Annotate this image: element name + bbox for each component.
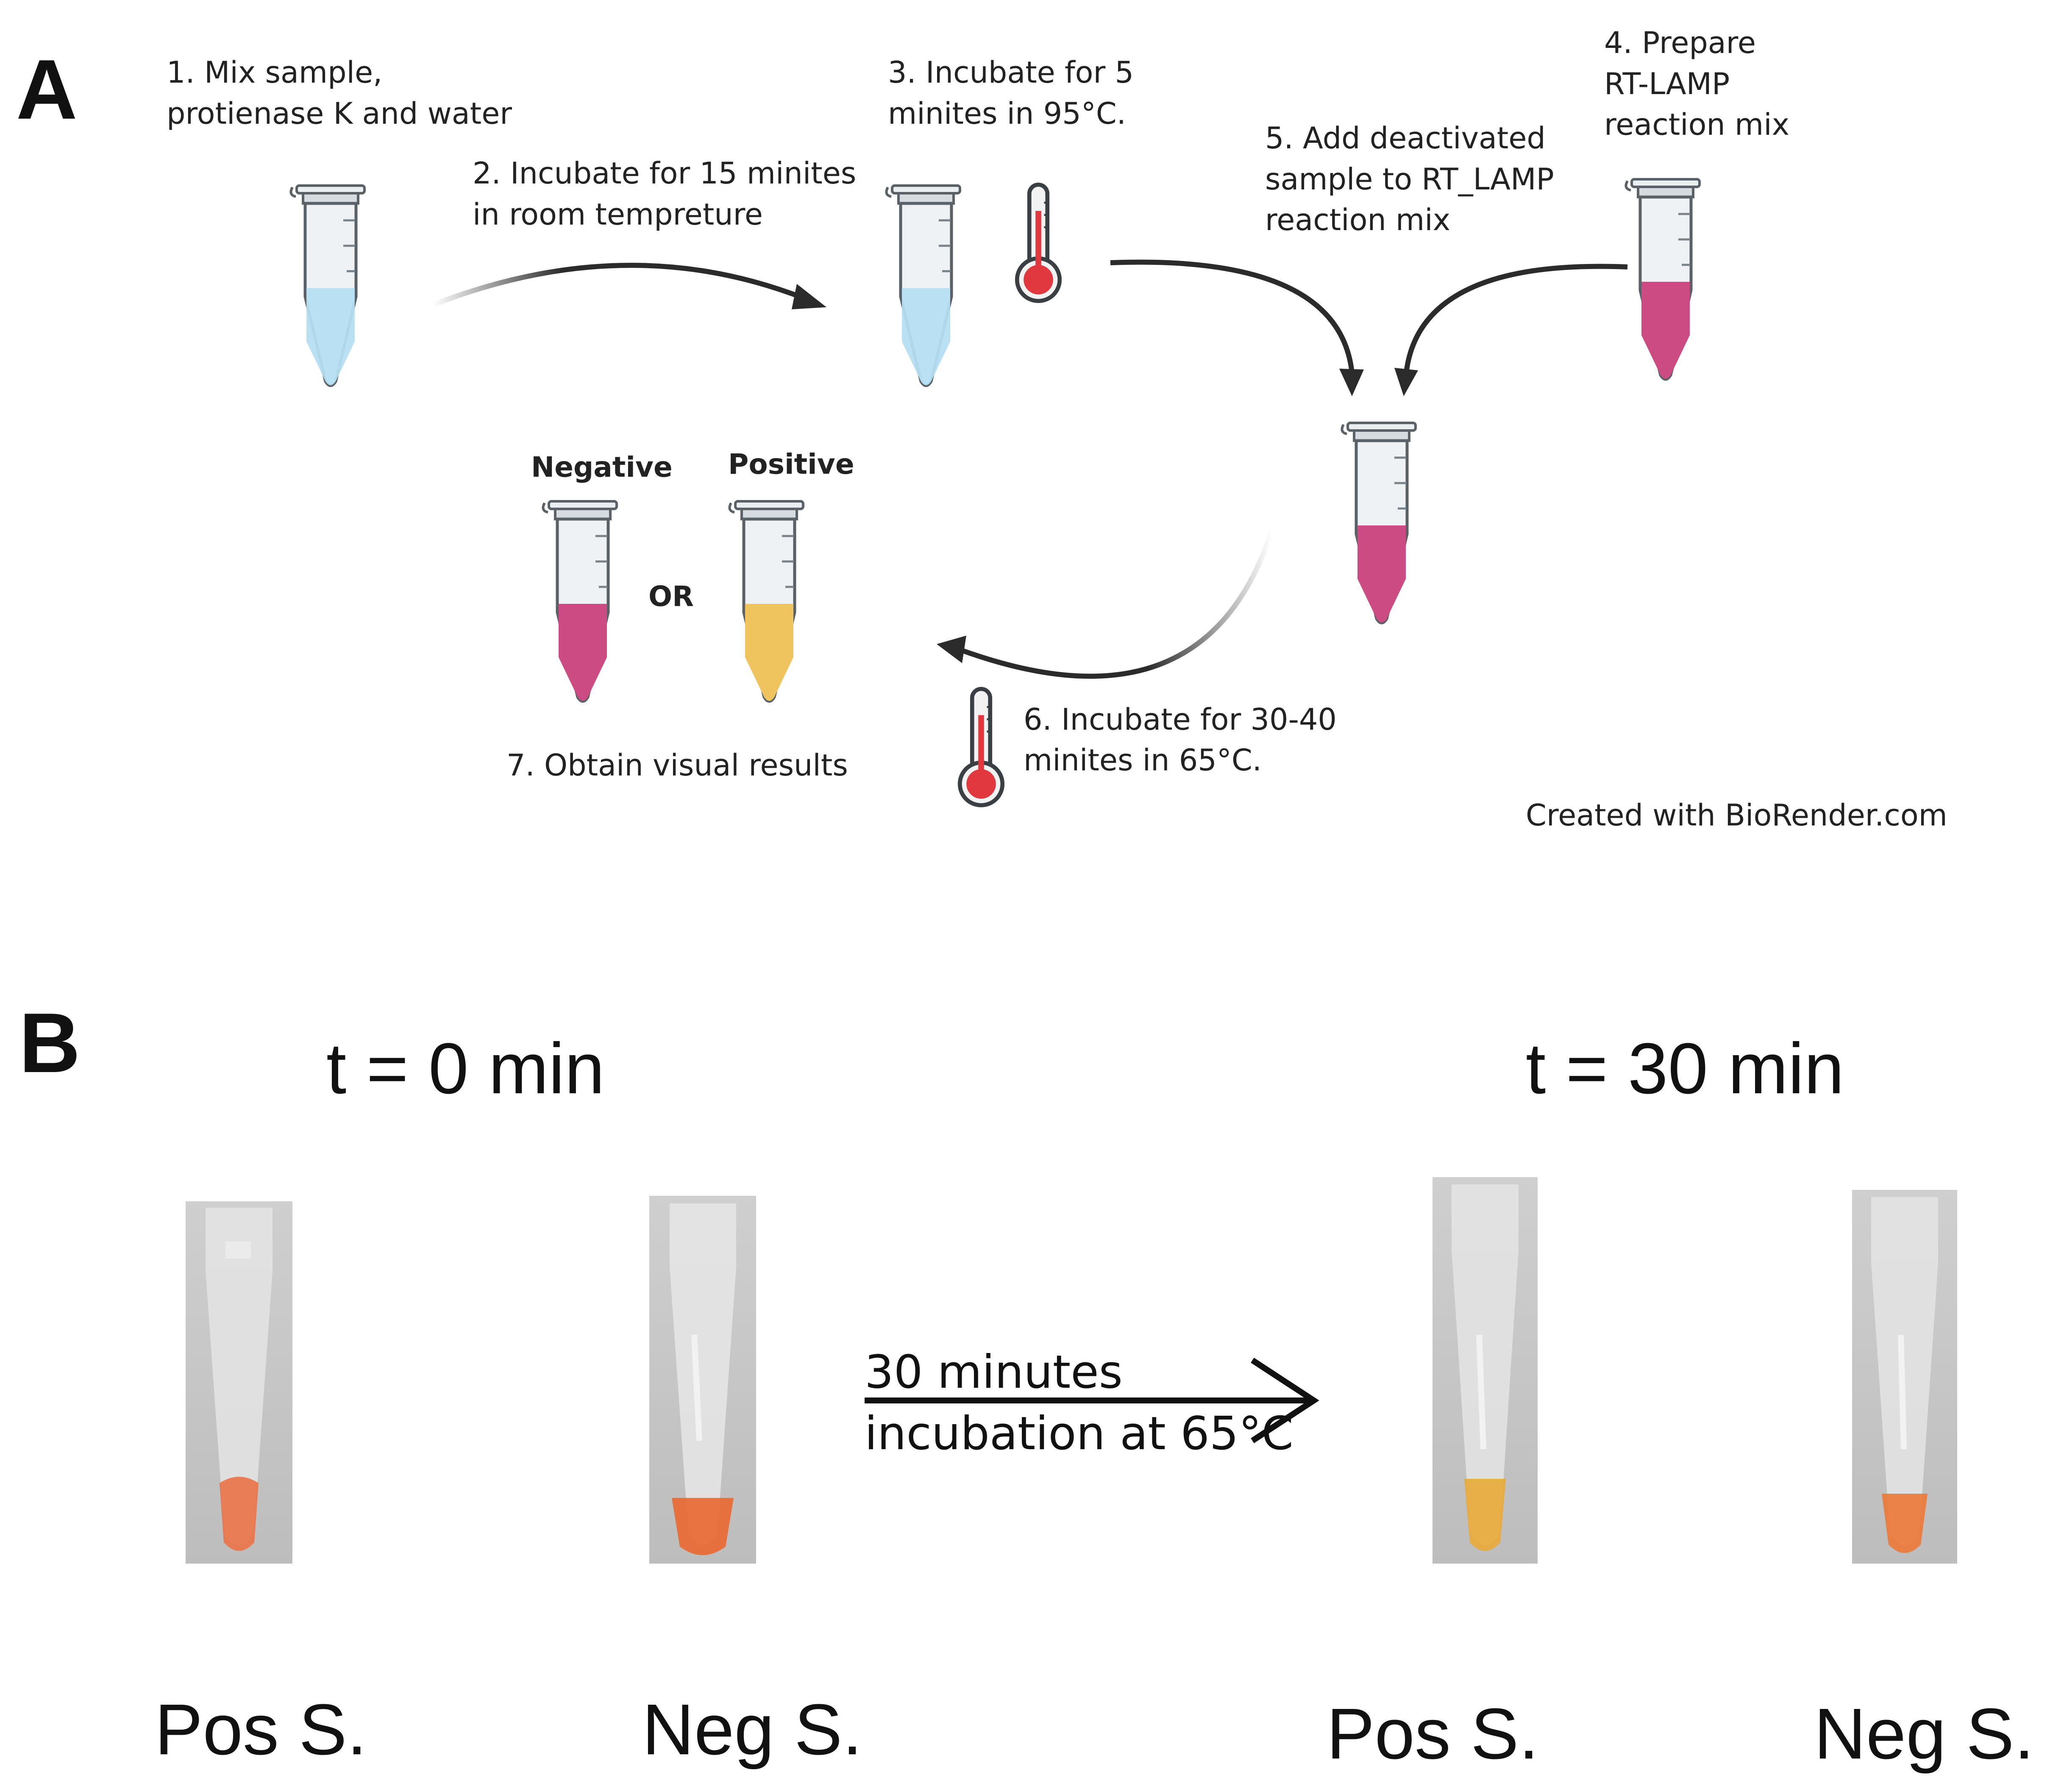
curved-arrow-icon: [431, 263, 826, 309]
step3-line2: minites in 95°C.: [888, 96, 1126, 131]
photo-tube-icon: [1433, 1177, 1538, 1564]
step3-line1: 3. Incubate for 5: [888, 55, 1134, 90]
tube-step5-icon: [1342, 423, 1416, 623]
step2-line1: 2. Incubate for 15 minites: [473, 156, 856, 191]
step6-line2: minites in 65°C.: [1024, 743, 1262, 778]
step5-line1: 5. Add deactivated: [1265, 121, 1546, 156]
positive-label: Positive: [728, 448, 854, 481]
curved-arrow-icon: [1394, 264, 1628, 396]
step7-label: 7. Obtain visual results: [506, 748, 848, 783]
tube-step4-icon: [1626, 179, 1700, 379]
step4-line1: 4. Prepare: [1604, 25, 1756, 60]
liquid-neg-t0: [672, 1498, 734, 1555]
tube-negative-icon: [543, 501, 617, 701]
arrow-text-line2: incubation at 65°C: [865, 1407, 1293, 1460]
clear-liquid: [306, 288, 355, 385]
liquid-pos-t30: [1464, 1479, 1506, 1551]
tube-label-pos-t30: Pos S.: [1327, 1694, 1539, 1774]
tube-label-pos-t0: Pos S.: [155, 1689, 367, 1770]
step4-line2: RT-LAMP: [1604, 67, 1730, 101]
panel-a-letter: A: [16, 42, 77, 137]
photo-tube-icon: [649, 1196, 756, 1564]
or-label: OR: [648, 580, 694, 613]
step1-line1: 1. Mix sample,: [167, 55, 382, 90]
incubation-arrow-icon: [865, 1358, 1319, 1443]
thermometer-icon: [960, 689, 1003, 806]
photo-tube-icon: [1852, 1190, 1957, 1564]
tube-label-neg-t0: Neg S.: [642, 1689, 862, 1770]
tube-step1-icon: [291, 186, 364, 386]
liquid-pos-t0: [220, 1477, 259, 1551]
tube-label-neg-t30: Neg S.: [1814, 1694, 2034, 1774]
tube-step3-icon: [886, 186, 960, 386]
curved-arrow-icon: [937, 531, 1274, 679]
step1-line2: protienase K and water: [167, 96, 512, 131]
step5-line3: reaction mix: [1265, 203, 1450, 237]
arrow-text-line1: 30 minutes: [865, 1346, 1123, 1399]
time-end-label: t = 30 min: [1526, 1028, 1844, 1109]
photo-tube-icon: [186, 1201, 292, 1564]
liquid-neg-t30: [1882, 1494, 1928, 1553]
panel-b-letter: B: [19, 996, 80, 1090]
step2-line2: in room tempreture: [473, 197, 763, 232]
time-start-label: t = 0 min: [326, 1028, 605, 1109]
thermometer-icon: [1017, 185, 1060, 301]
negative-label: Negative: [531, 451, 673, 483]
step4-line3: reaction mix: [1604, 107, 1789, 142]
credit-text: Created with BioRender.com: [1526, 798, 1947, 833]
step6-line1: 6. Incubate for 30-40: [1024, 702, 1337, 737]
curved-arrow-icon: [1110, 259, 1364, 396]
tube-positive-icon: [729, 501, 803, 701]
step5-line2: sample to RT_LAMP: [1265, 162, 1554, 197]
